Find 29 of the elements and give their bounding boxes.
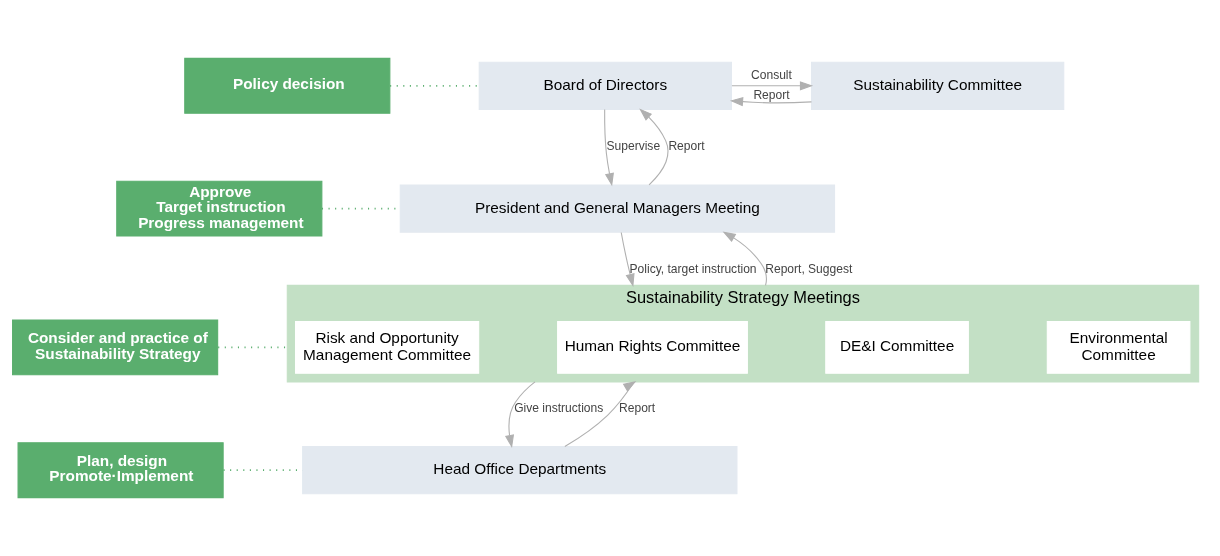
- arrow: [722, 231, 767, 286]
- arrow: [729, 97, 812, 107]
- node-box: Sustainability Committee: [810, 61, 1065, 110]
- edge-label: Report, Suggest: [765, 262, 853, 277]
- edge-label: Report: [619, 400, 656, 415]
- edge-label: Give instructions: [514, 400, 604, 415]
- arrow: [731, 81, 814, 91]
- edge-label: Supervise: [606, 139, 661, 154]
- node-box: Plan, design Promote·Implement: [17, 442, 224, 499]
- edge-label: Report: [668, 139, 705, 154]
- node-box: President and General Managers Meeting: [399, 184, 836, 233]
- edge-label: Consult: [751, 68, 792, 82]
- arrow: [620, 231, 635, 287]
- node-box: Consider and practice of Sustainability Strategy: [12, 319, 219, 376]
- node-box: Environmental Committee: [1046, 321, 1191, 374]
- node-box: Risk and Opportunity Management Committee: [294, 321, 480, 374]
- node-box: Board of Directors: [478, 61, 732, 110]
- arrow: [639, 108, 669, 186]
- node-box: DE&I Committee: [825, 321, 969, 374]
- connector: [389, 84, 480, 87]
- arrow: [604, 109, 614, 187]
- arrow: [505, 381, 536, 449]
- node-box: Approve Target instruction Progress management: [116, 180, 323, 237]
- arrow: [564, 381, 637, 448]
- node-box: Policy decision: [184, 57, 391, 114]
- node-box: Human Rights Committee: [557, 321, 748, 374]
- edge-label: Report: [753, 87, 790, 102]
- edge-label: Policy, target instruction: [629, 262, 757, 277]
- node-box: Head Office Departments: [302, 446, 738, 495]
